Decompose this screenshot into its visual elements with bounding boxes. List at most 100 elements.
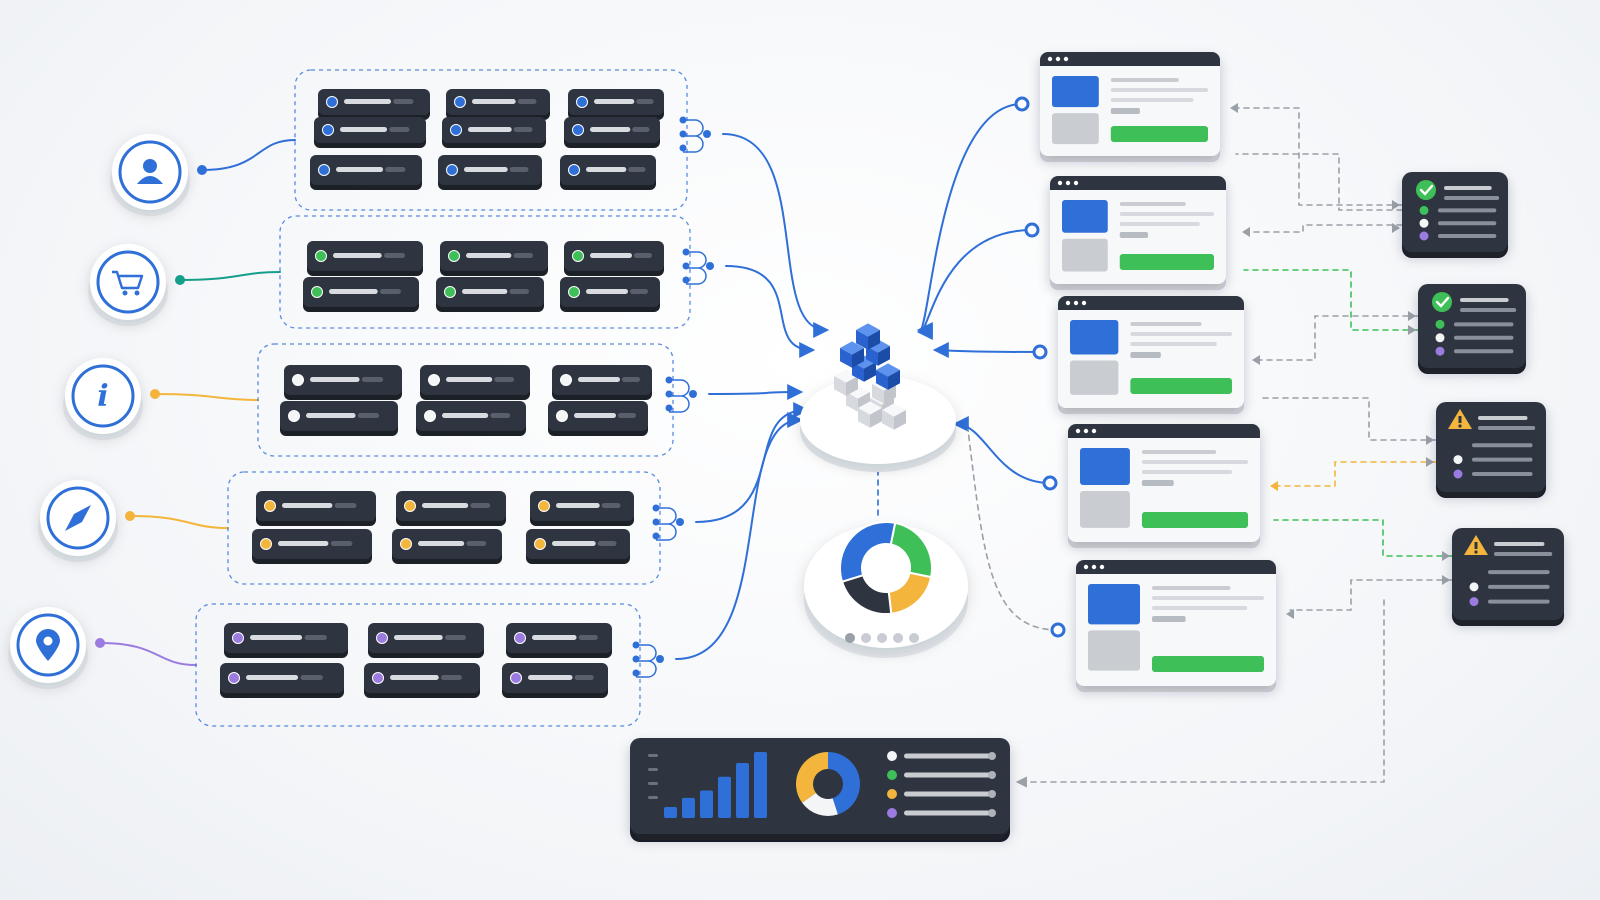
legend-knob[interactable] — [988, 771, 996, 779]
window-control-dot[interactable] — [1073, 180, 1079, 186]
pager-dot[interactable] — [861, 633, 871, 643]
output-window-4[interactable] — [1068, 424, 1260, 548]
window-control-dot[interactable] — [1099, 564, 1105, 570]
window-control-dot[interactable] — [1047, 56, 1053, 62]
data-record-card[interactable] — [548, 401, 648, 436]
primary-action-button[interactable] — [1130, 378, 1232, 394]
data-record-card[interactable] — [440, 241, 548, 276]
source-node-user[interactable] — [110, 134, 190, 216]
legend-line — [904, 791, 992, 797]
data-record-card[interactable] — [564, 117, 660, 148]
text-line — [1494, 552, 1553, 556]
window-control-dot[interactable] — [1091, 564, 1097, 570]
source-cart[interactable] — [88, 215, 691, 329]
data-record-card[interactable] — [564, 241, 664, 276]
data-record-card[interactable] — [280, 401, 398, 436]
data-record-card[interactable] — [420, 365, 530, 400]
window-control-dot[interactable] — [1083, 564, 1089, 570]
text-line-muted — [513, 127, 533, 132]
window-control-dot[interactable] — [1091, 428, 1097, 434]
pin-hole — [43, 636, 53, 646]
legend-knob[interactable] — [988, 790, 996, 798]
pager-dot[interactable] — [893, 633, 903, 643]
data-record-card[interactable] — [252, 529, 372, 564]
status-panel-3[interactable] — [1436, 402, 1546, 498]
data-record-card[interactable] — [318, 89, 430, 120]
primary-action-button[interactable] — [1152, 656, 1264, 672]
source-node-location[interactable] — [8, 607, 88, 689]
data-record-card[interactable] — [552, 365, 652, 400]
output-window-3[interactable] — [1058, 296, 1244, 414]
window-control-dot[interactable] — [1063, 56, 1069, 62]
source-location[interactable] — [8, 603, 641, 727]
source-info[interactable]: i — [63, 343, 674, 457]
data-record-card[interactable] — [396, 491, 506, 526]
data-record-card[interactable] — [310, 155, 422, 190]
window-control-dot[interactable] — [1057, 180, 1063, 186]
source-user[interactable] — [110, 69, 688, 216]
output-window-5[interactable] — [1076, 560, 1276, 692]
data-record-card[interactable] — [530, 491, 634, 526]
pager-dot[interactable] — [877, 633, 887, 643]
data-record-card[interactable] — [568, 89, 664, 120]
text-line — [418, 541, 465, 546]
record-group-outline — [227, 471, 661, 585]
data-record-card[interactable] — [224, 623, 348, 658]
data-record-card[interactable] — [220, 663, 344, 698]
data-record-card[interactable] — [438, 155, 542, 190]
data-record-card[interactable] — [364, 663, 480, 698]
window-control-dot[interactable] — [1065, 180, 1071, 186]
data-record-card[interactable] — [436, 277, 544, 312]
processing-hub[interactable] — [800, 323, 956, 472]
data-record-card[interactable] — [442, 117, 546, 148]
source-compass[interactable] — [38, 471, 661, 585]
text-line — [1152, 596, 1264, 600]
status-dot — [260, 538, 272, 550]
window-control-dot[interactable] — [1081, 300, 1087, 306]
cube-top — [882, 403, 906, 417]
data-record-card[interactable] — [560, 277, 660, 312]
primary-action-button[interactable] — [1141, 512, 1248, 528]
data-record-card[interactable] — [307, 241, 423, 276]
port-dot — [665, 404, 673, 412]
window-titlebar — [1076, 560, 1276, 574]
data-record-card[interactable] — [506, 623, 612, 658]
primary-action-button[interactable] — [1110, 126, 1208, 142]
output-window-1[interactable] — [1040, 52, 1220, 162]
status-panel-1[interactable] — [1402, 172, 1508, 258]
merge-fork — [656, 507, 677, 541]
source-node-info[interactable]: i — [63, 358, 143, 440]
data-record-card[interactable] — [368, 623, 484, 658]
window-control-dot[interactable] — [1073, 300, 1079, 306]
summary-dashboard[interactable] — [630, 738, 1010, 842]
data-record-card[interactable] — [256, 491, 376, 526]
data-record-card[interactable] — [560, 155, 656, 190]
source-node-cart[interactable] — [88, 244, 168, 326]
pager-dot[interactable] — [845, 633, 855, 643]
arrow-head — [1442, 575, 1450, 585]
pager-dot[interactable] — [909, 633, 919, 643]
analytics-node[interactable] — [804, 521, 968, 658]
window-control-dot[interactable] — [1075, 428, 1081, 434]
window-control-dot[interactable] — [1055, 56, 1061, 62]
data-record-card[interactable] — [314, 117, 426, 148]
status-panel-4[interactable] — [1452, 528, 1564, 626]
output-window-2[interactable] — [1050, 176, 1226, 290]
data-record-card[interactable] — [502, 663, 608, 698]
data-record-card[interactable] — [416, 401, 526, 436]
source-node-compass[interactable] — [38, 480, 118, 562]
legend-dot — [1453, 469, 1463, 479]
primary-action-button[interactable] — [1119, 254, 1214, 270]
window-control-dot[interactable] — [1083, 428, 1089, 434]
data-record-card[interactable] — [526, 529, 630, 564]
legend-knob[interactable] — [988, 752, 996, 760]
status-panel-2[interactable] — [1418, 284, 1526, 374]
data-record-card[interactable] — [303, 277, 419, 312]
window-control-dot[interactable] — [1065, 300, 1071, 306]
text-line — [1438, 221, 1497, 226]
text-line — [344, 99, 392, 104]
data-record-card[interactable] — [284, 365, 402, 400]
legend-knob[interactable] — [988, 809, 996, 817]
data-record-card[interactable] — [392, 529, 502, 564]
data-record-card[interactable] — [446, 89, 550, 120]
